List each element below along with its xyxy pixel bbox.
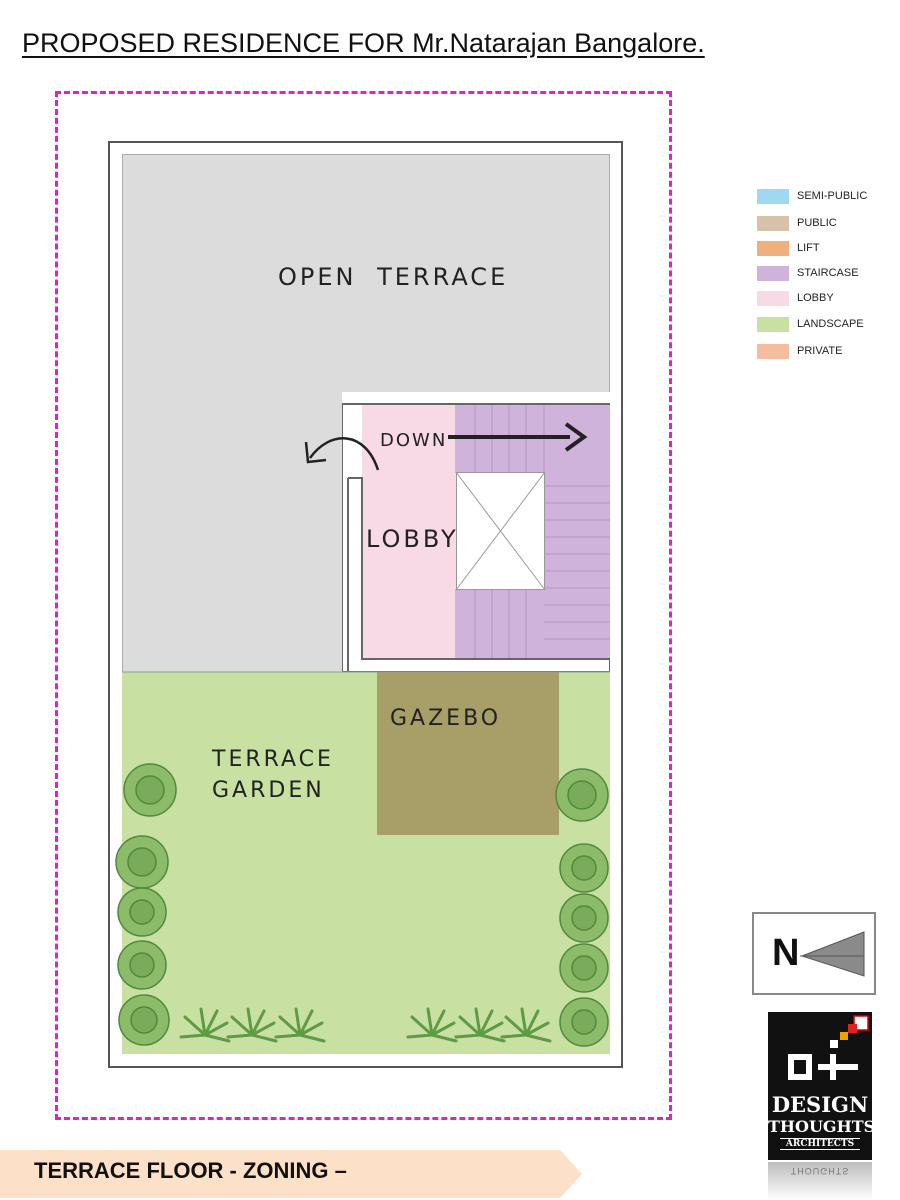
north-arrow-icon xyxy=(800,931,865,977)
staircase-flight-bottom xyxy=(455,589,545,659)
legend-label: PRIVATE xyxy=(797,345,843,357)
gazebo-zone xyxy=(377,672,559,835)
down-label: DOWN xyxy=(380,430,448,451)
open-terrace-label: OPEN TERRACE xyxy=(278,263,509,291)
legend-swatch xyxy=(757,188,789,204)
legend-swatch xyxy=(757,290,789,306)
legend-item-semi-public: SEMI-PUBLIC xyxy=(757,188,867,204)
legend-label: STAIRCASE xyxy=(797,267,859,279)
staircase-flight-right xyxy=(544,470,610,658)
terrace-garden-label-line1: TERRACE xyxy=(212,747,334,772)
legend-item-lift: LIFT xyxy=(757,240,820,256)
footer-label: TERRACE FLOOR - ZONING – xyxy=(34,1158,347,1183)
footer-banner xyxy=(0,1150,582,1198)
legend-item-staircase: STAIRCASE xyxy=(757,265,859,281)
legend-item-private: PRIVATE xyxy=(757,343,842,359)
logo-line-1: DESIGN xyxy=(771,1092,869,1117)
logo-line-2: THOUGHTS xyxy=(768,1117,876,1136)
logo-line-3: ARCHITECTS xyxy=(780,1138,860,1150)
firm-logo: DESIGN THOUGHTS ARCHITECTS xyxy=(768,1012,876,1160)
legend-item-public: PUBLIC xyxy=(757,215,837,231)
gazebo-label: GAZEBO xyxy=(390,706,502,731)
north-letter: N xyxy=(772,932,800,974)
north-indicator: N xyxy=(752,912,876,995)
core-top-wall xyxy=(342,392,610,405)
legend-swatch xyxy=(757,215,789,231)
legend-swatch xyxy=(757,316,789,332)
logo-reflection-text: THOUGHTS xyxy=(790,1166,850,1176)
legend-label: SEMI-PUBLIC xyxy=(797,190,868,202)
legend-label: PUBLIC xyxy=(797,217,837,229)
legend-label: LANDSCAPE xyxy=(797,318,864,330)
legend-swatch xyxy=(757,240,789,256)
terrace-garden-label-line2: GARDEN xyxy=(212,778,325,803)
legend-label: LIFT xyxy=(797,242,820,254)
legend-item-lobby: LOBBY xyxy=(757,290,834,306)
legend-item-landscape: LANDSCAPE xyxy=(757,316,864,332)
legend-label: LOBBY xyxy=(797,292,834,304)
legend-swatch xyxy=(757,343,789,359)
staircase-flight-top xyxy=(455,405,610,473)
legend-swatch xyxy=(757,265,789,281)
stair-well-opening xyxy=(456,472,545,590)
lobby-label: LOBBY xyxy=(366,525,459,553)
drawing-title: PROPOSED RESIDENCE FOR Mr.Natarajan Bang… xyxy=(22,28,705,58)
plot-boundary xyxy=(55,91,672,1120)
logo-reflection: THOUGHTS xyxy=(768,1162,872,1200)
dt-mark-icon xyxy=(788,1015,869,1080)
